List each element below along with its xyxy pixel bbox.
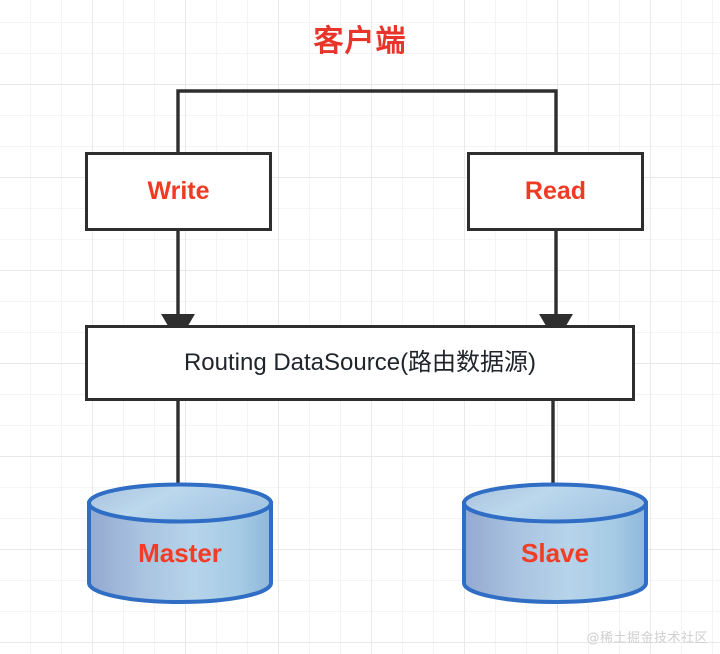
node-master-database-label: Master [138,538,222,568]
database-cylinder-icon [87,482,273,604]
node-routing-datasource-label: Routing DataSource(路由数据源) [183,349,537,376]
node-read-label: Read [524,177,587,205]
database-cylinder-icon [462,482,648,604]
node-write[interactable]: Write [85,152,272,231]
node-slave-database[interactable]: Slave [461,482,649,604]
node-routing-datasource[interactable]: Routing DataSource(路由数据源) [85,325,635,401]
watermark: @稀土掘金技术社区 [586,631,708,646]
node-write-label: Write [147,177,210,205]
page-title: 客户端 [313,24,407,59]
node-read[interactable]: Read [467,152,644,231]
node-slave-database-label: Slave [521,538,589,568]
node-master-database[interactable]: Master [86,482,274,604]
